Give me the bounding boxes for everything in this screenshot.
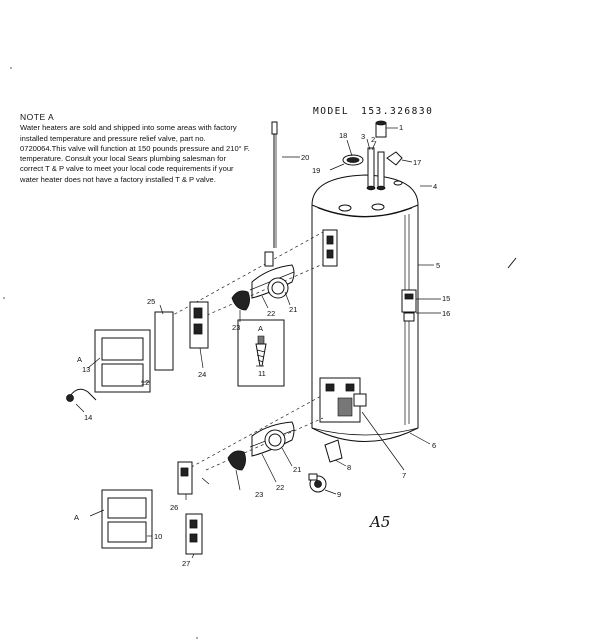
callout-7: 7 [402, 471, 406, 480]
callout-13: 13 [82, 365, 90, 374]
note-body: Water heaters are sold and shipped into … [20, 123, 250, 184]
callout-21-upper: 21 [289, 305, 297, 314]
callout-25: 25 [147, 297, 155, 306]
callout-24: 24 [198, 370, 206, 379]
callout-a-upper: A [77, 355, 82, 364]
note-a: NOTE A Water heaters are sold and shippe… [20, 112, 250, 185]
top-fittings [338, 120, 403, 212]
wrench-inset [237, 319, 285, 387]
upper-element-assembly [66, 231, 324, 402]
callout-10: 10 [154, 532, 162, 541]
callout-12: 12 [141, 378, 149, 387]
callout-4: 4 [433, 182, 437, 191]
model-label: MODEL [313, 106, 350, 117]
callout-18: 18 [339, 131, 347, 140]
note-title: NOTE A [20, 112, 55, 122]
callout-22-lower: 22 [276, 483, 284, 492]
upper-element-mount [322, 229, 338, 267]
scan-marks [3, 67, 517, 639]
callout-23-lower: 23 [255, 490, 263, 499]
handwritten-page-mark: A5 [370, 513, 391, 531]
callout-8: 8 [347, 463, 351, 472]
anode-rod [271, 121, 278, 248]
lower-access-panel [319, 377, 367, 423]
drain-valve [308, 439, 343, 493]
callout-11: 11 [258, 369, 266, 378]
callout-a-lower: A [74, 513, 79, 522]
callout-16: 16 [442, 309, 450, 318]
callout-14: 14 [84, 413, 92, 422]
callout-21-lower: 21 [293, 465, 301, 474]
leader-lines [75, 127, 441, 559]
callout-15: 15 [442, 294, 450, 303]
callout-22-upper: 22 [267, 309, 275, 318]
callout-5: 5 [436, 261, 440, 270]
model-number: 153.326830 [361, 106, 434, 117]
callout-a-inset: A [258, 324, 263, 333]
callout-9: 9 [337, 490, 341, 499]
model-caption: MODEL 153.326830 [313, 106, 445, 117]
callout-2: 2 [371, 135, 375, 144]
callout-labels: 1 2 3 4 5 6 7 8 9 10 11 12 13 14 15 16 1… [74, 123, 450, 568]
callout-26: 26 [170, 503, 178, 512]
callout-1: 1 [399, 123, 403, 132]
callout-27: 27 [182, 559, 190, 568]
callout-3: 3 [361, 132, 365, 141]
callout-19: 19 [312, 166, 320, 175]
side-brackets [401, 289, 417, 322]
callout-17: 17 [413, 158, 421, 167]
lower-element-assembly [101, 394, 324, 555]
callout-20: 20 [301, 153, 309, 162]
water-heater-tank [311, 174, 419, 442]
callout-6: 6 [432, 441, 436, 450]
callout-23-upper: 23 [232, 323, 240, 332]
